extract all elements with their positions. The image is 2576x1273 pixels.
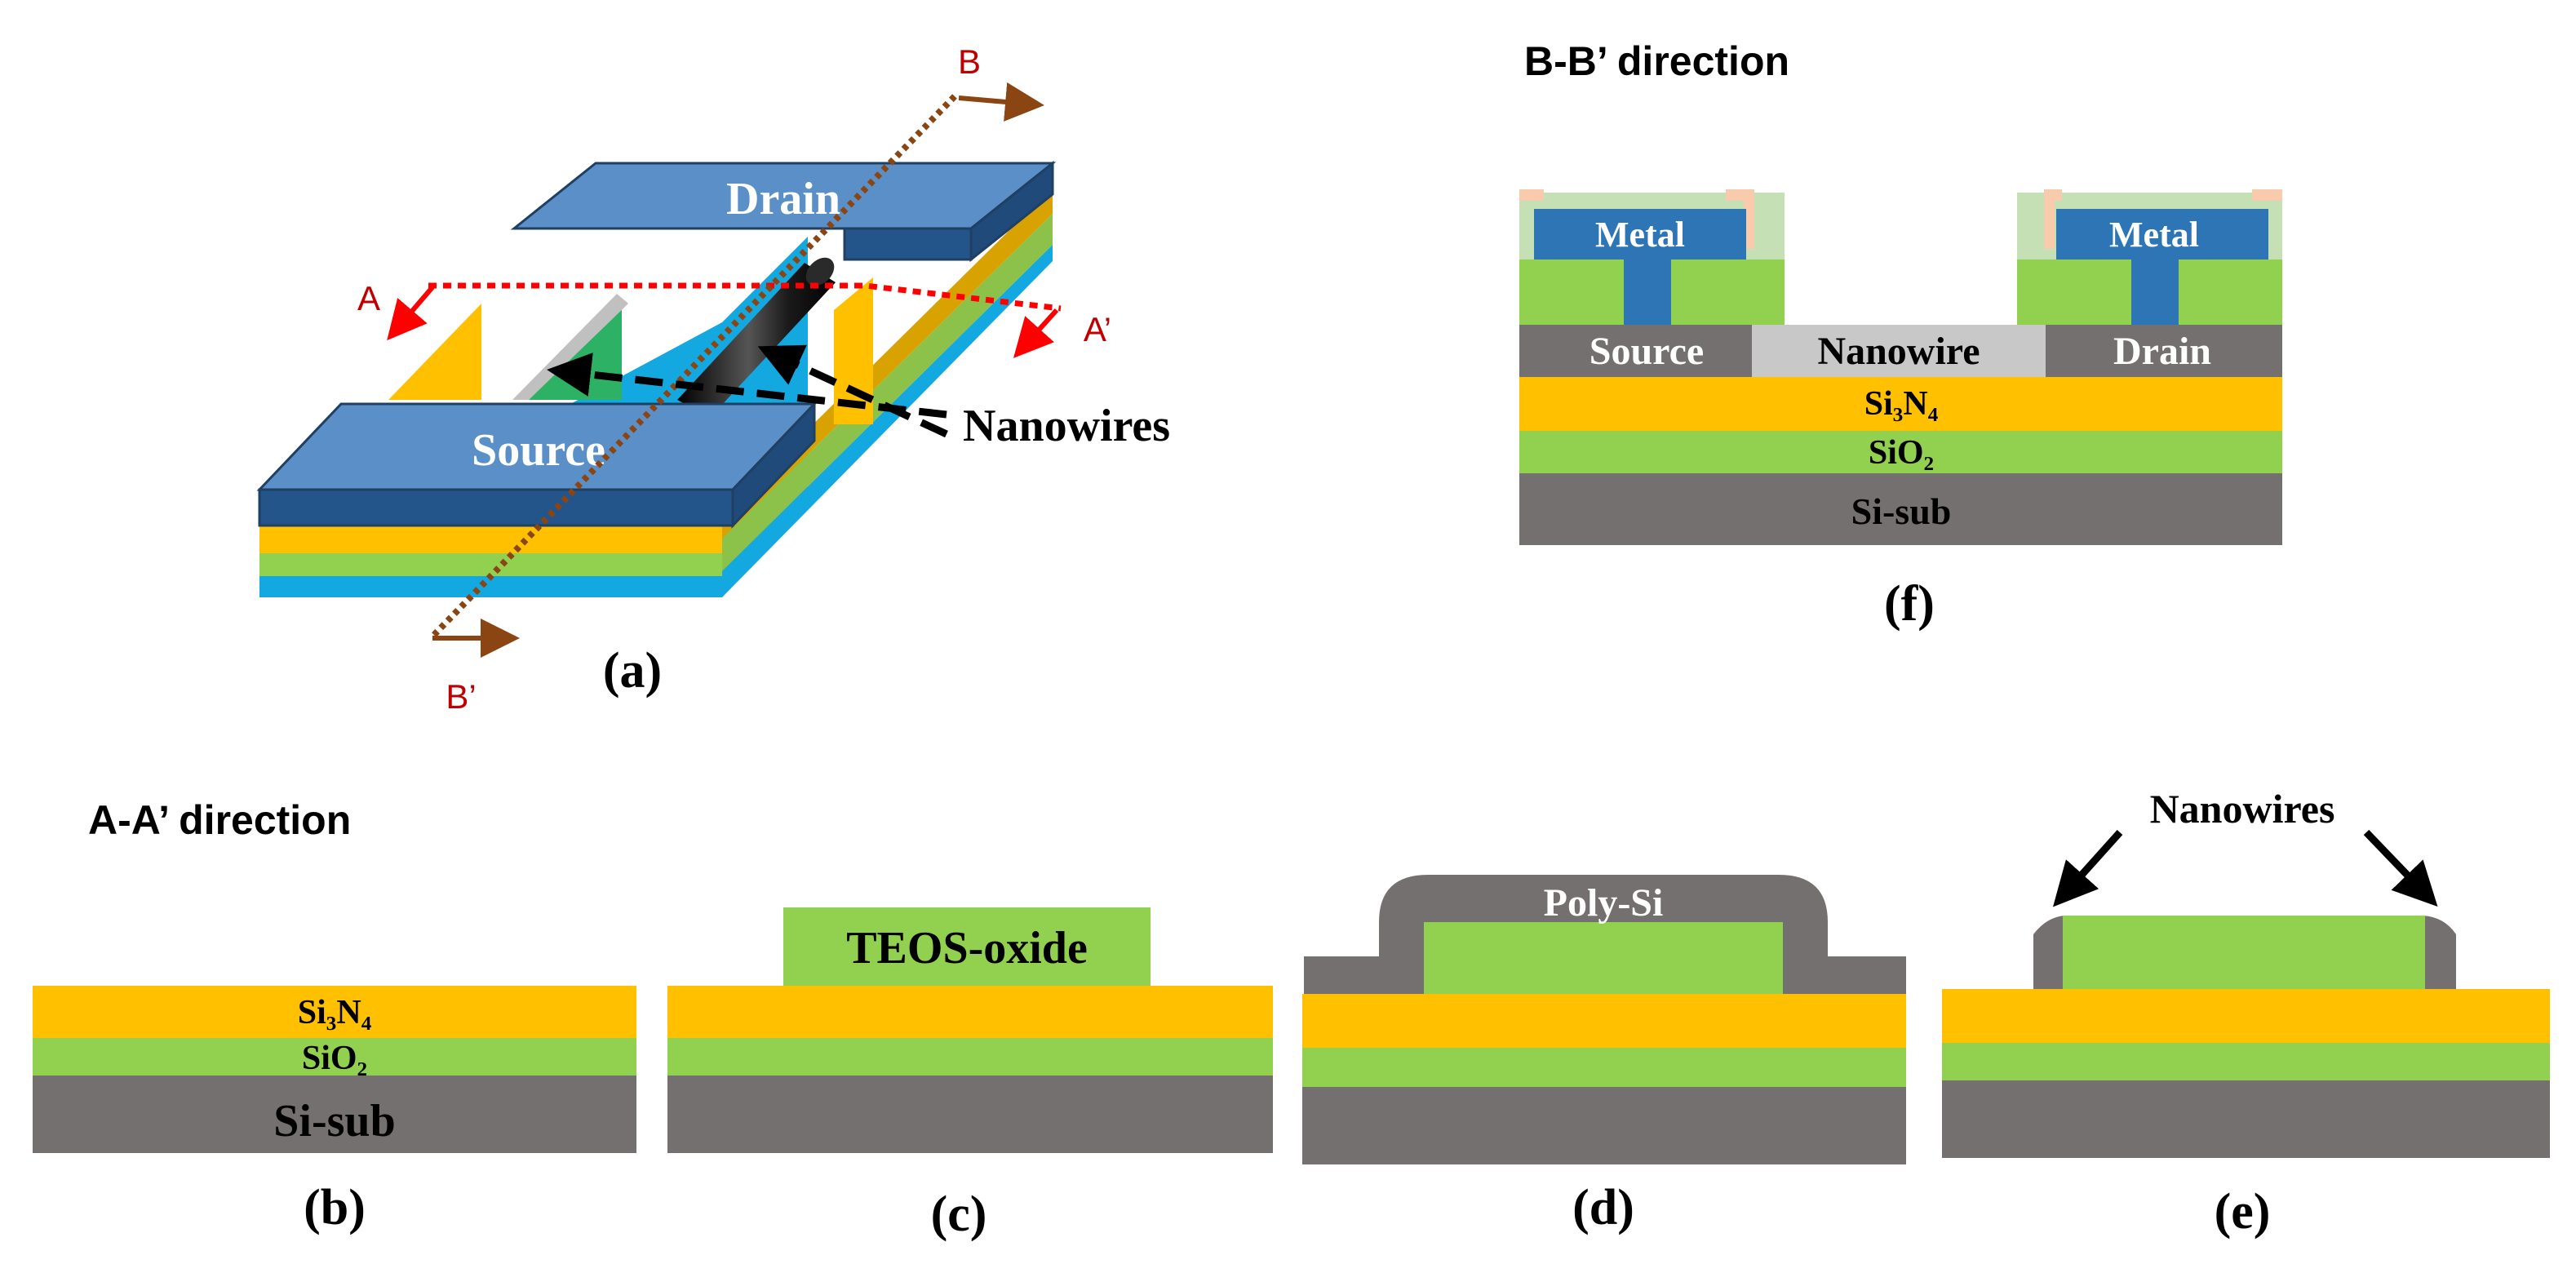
panel-d: Poly-Si (d) bbox=[1302, 875, 1906, 1235]
f-via-right bbox=[2131, 259, 2179, 325]
f-sio2-label: SiO₂ bbox=[1869, 434, 1934, 472]
b-si3n4-layer bbox=[33, 986, 636, 1038]
e-si-sub-layer bbox=[1942, 1080, 2550, 1158]
section-arrow-icon bbox=[387, 286, 435, 341]
section-arrow-icon bbox=[1013, 308, 1059, 358]
fin-gray-edge bbox=[512, 294, 628, 400]
panel-c: TEOS-oxide (c) bbox=[667, 907, 1273, 1242]
panel-a: Drain Source A A’ B B’ bbox=[256, 42, 1170, 716]
d-poly-si-label: Poly-Si bbox=[1544, 881, 1664, 925]
section-a-prime-label: A’ bbox=[1084, 310, 1111, 348]
drain-label: Drain bbox=[726, 174, 840, 224]
f-si-sub-layer bbox=[1519, 473, 2282, 545]
f-si3n4-layer bbox=[1519, 377, 2282, 431]
f-si-sub-label: Si-sub bbox=[1851, 490, 1952, 532]
d-teos-core bbox=[1424, 922, 1783, 994]
drain-pad: Drain bbox=[510, 160, 1057, 263]
caption-f: (f) bbox=[1884, 576, 1935, 632]
nanowire-cylinder bbox=[677, 257, 836, 418]
section-line-bb: B B’ bbox=[430, 42, 1044, 716]
section-arrow-icon bbox=[958, 82, 1044, 122]
f-drain-region bbox=[2046, 325, 2282, 377]
b-si-sub-label: Si-sub bbox=[273, 1096, 395, 1147]
f-sio2-layer bbox=[1519, 431, 2282, 473]
d-sio2-layer bbox=[1302, 1048, 1906, 1087]
fin-right-yellow bbox=[834, 277, 873, 424]
pointer-arrow-icon bbox=[757, 344, 948, 438]
f-nanowire-label: Nanowire bbox=[1817, 330, 1980, 373]
c-si3n4-layer bbox=[667, 986, 1273, 1038]
c-teos-label: TEOS-oxide bbox=[846, 923, 1088, 974]
panel-b: Si₃N₄ SiO₂ Si-sub (b) bbox=[33, 986, 636, 1235]
b-sio2-layer bbox=[33, 1038, 636, 1076]
caption-c: (c) bbox=[931, 1187, 987, 1242]
e-nanowires-label: Nanowires bbox=[2150, 786, 2335, 832]
e-sio2-layer bbox=[1942, 1043, 2550, 1080]
bb-heading: B-B’ direction bbox=[1524, 38, 1789, 84]
section-line-aa: A A’ bbox=[357, 279, 1111, 358]
caption-a: (a) bbox=[603, 643, 662, 699]
pointer-arrow-icon bbox=[2363, 829, 2438, 907]
caption-b: (b) bbox=[304, 1180, 366, 1235]
f-cap-left-a bbox=[1519, 189, 1544, 201]
d-si-sub-layer bbox=[1302, 1087, 1906, 1164]
f-cap-right-b bbox=[2252, 189, 2282, 201]
f-metal-left bbox=[1534, 209, 1746, 259]
f-metal-right bbox=[2056, 209, 2268, 259]
f-source-label: Source bbox=[1589, 330, 1704, 373]
fin-left-yellow bbox=[388, 304, 481, 400]
e-left-spacer-nanowire bbox=[2033, 916, 2064, 989]
caption-d: (d) bbox=[1572, 1180, 1634, 1235]
f-drain-label: Drain bbox=[2113, 330, 2211, 373]
aa-heading: A-A’ direction bbox=[88, 797, 351, 843]
c-sio2-layer bbox=[667, 1038, 1273, 1076]
e-right-spacer-nanowire bbox=[2423, 916, 2456, 989]
e-si3n4-layer bbox=[1942, 989, 2550, 1043]
pointer-arrow-icon bbox=[2052, 829, 2123, 907]
source-label: Source bbox=[472, 425, 605, 476]
f-nanowire-region bbox=[1752, 325, 2046, 377]
f-source-region bbox=[1519, 325, 1752, 377]
nanowires-label: Nanowires bbox=[963, 401, 1170, 451]
source-pad: Source bbox=[256, 401, 818, 529]
e-teos-core bbox=[2063, 916, 2425, 989]
panel-e: Nanowires (e) bbox=[1942, 786, 2550, 1240]
f-via-left bbox=[1624, 259, 1671, 325]
b-sio2-label: SiO₂ bbox=[302, 1040, 367, 1077]
f-cap-left-b bbox=[1726, 189, 1744, 201]
b-si3n4-label: Si₃N₄ bbox=[298, 994, 372, 1031]
section-b-label: B bbox=[958, 42, 981, 81]
pointer-arrow-icon bbox=[547, 353, 947, 419]
section-a-label: A bbox=[357, 279, 380, 317]
f-si3n4-label: Si₃N₄ bbox=[1864, 385, 1939, 423]
d-si3n4-layer bbox=[1302, 994, 1906, 1048]
panel-f: B-B’ direction Si-sub SiO₂ Si₃N₄ Source … bbox=[1519, 38, 2282, 632]
c-si-sub-layer bbox=[667, 1076, 1273, 1153]
caption-e: (e) bbox=[2215, 1184, 2271, 1240]
nanowires-pointers: Nanowires bbox=[547, 344, 1170, 451]
f-metal-left-label: Metal bbox=[1595, 215, 1685, 255]
section-b-prime-label: B’ bbox=[446, 677, 476, 716]
f-metal-right-label: Metal bbox=[2109, 215, 2199, 255]
c-teos-block bbox=[783, 907, 1151, 986]
b-si-sub-layer bbox=[33, 1076, 636, 1153]
